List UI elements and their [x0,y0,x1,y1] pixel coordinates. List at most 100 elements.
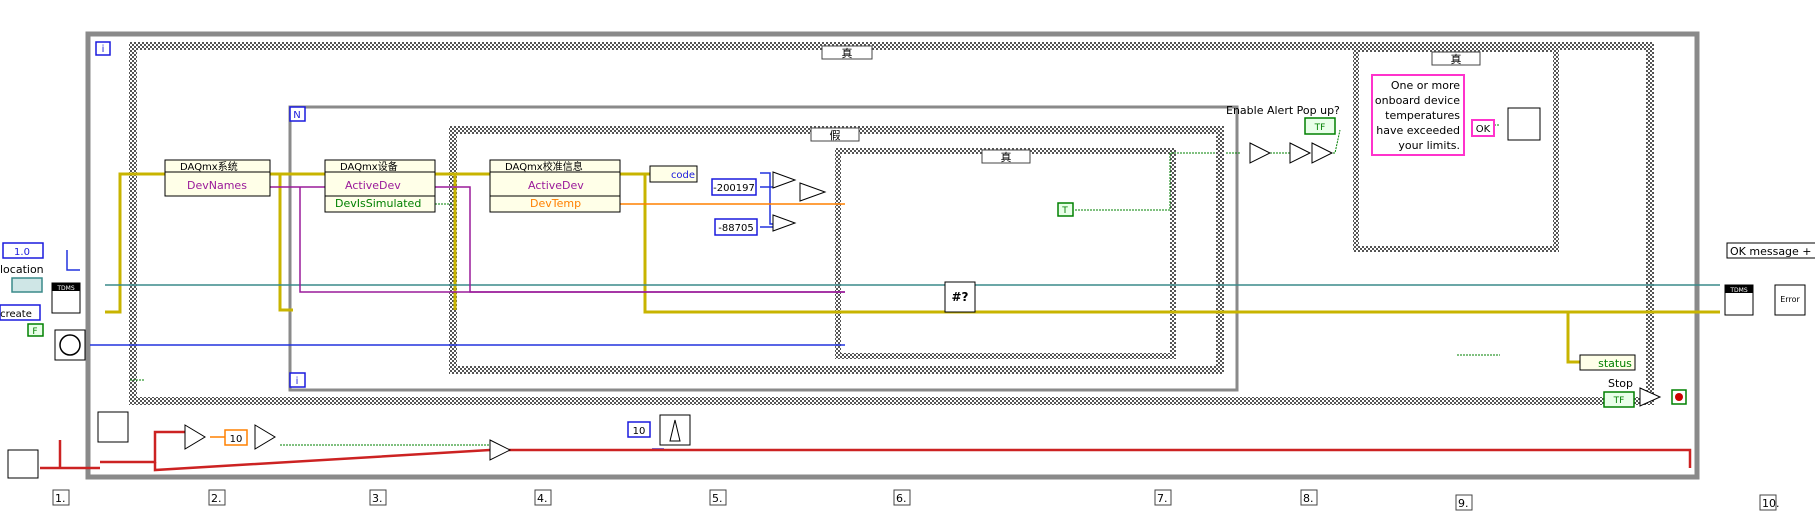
tdms-open-icon[interactable]: TDMS [51,282,81,314]
queue-wire [40,430,1692,472]
notifier-icon[interactable] [97,411,129,443]
stop-label: Stop [1608,377,1633,390]
alert-message-line: onboard device [1375,94,1460,107]
step-label-box [534,489,552,506]
string-wire [268,186,845,293]
step-label: 10. [1762,497,1780,510]
svg-text:i: i [296,376,299,387]
step-label-box [52,489,70,506]
daqmx-device-node[interactable] [324,159,436,213]
outer-case-structure[interactable] [129,42,1654,405]
svg-text:真: 真 [1001,150,1012,164]
or-node[interactable] [799,182,827,202]
daqmx-calibration-prop1: ActiveDev [528,179,584,192]
error-code-constant-2[interactable]: -88705 [714,218,758,236]
wait-constant[interactable]: 10 [224,429,248,446]
svg-text:TF: TF [1314,123,1326,133]
error-wire [105,172,1720,364]
clear-error-icon[interactable]: #? [944,281,976,313]
svg-text:10: 10 [230,434,243,445]
status-unbundle-node[interactable]: status [1579,354,1636,371]
alert-message-line: have exceeded [1376,124,1460,137]
svg-text:N: N [293,110,300,121]
alert-message-line: your limits. [1398,139,1460,152]
tdms-close-icon[interactable]: TDMS [1724,284,1754,316]
step-label-box [1154,489,1172,506]
operation-constant[interactable]: create [0,304,41,321]
alert-case-selector[interactable]: 真 [1431,51,1481,66]
daqmx-calibration-title: DAQmx校准信息 [505,160,583,173]
step-label-box [208,489,226,506]
while-loop-iteration-terminal: i [95,41,111,56]
or-stop-node[interactable] [1639,387,1662,407]
ok-message-indicator[interactable]: OK message + w [1726,242,1815,259]
queue-ref-icon[interactable] [7,449,39,479]
daqmx-device-title: DAQmx设备 [340,160,398,173]
enable-alert-control[interactable]: TF [1304,117,1336,135]
daqmx-system-node[interactable] [164,159,271,197]
greater-than-node[interactable] [184,424,276,450]
inner-case-structure[interactable] [835,148,1176,359]
inner-case-selector[interactable]: 真 [981,149,1031,164]
unbundle-code-node[interactable]: code [649,165,698,183]
alert-message-constant[interactable] [1371,74,1465,156]
svg-text:TF: TF [1613,396,1625,406]
daqmx-calibration-prop2: DevTemp [530,197,581,210]
alert-message-line: One or more [1391,79,1460,92]
step-label: 1. [55,492,66,505]
false-constant[interactable]: F [27,323,44,337]
true-constant[interactable]: T [1057,202,1074,217]
location-label: location [0,263,44,276]
for-loop[interactable] [288,105,1239,392]
metronome-icon[interactable] [659,414,691,446]
svg-text:Error: Error [1780,295,1800,304]
dialog-icon[interactable] [1507,107,1541,141]
stop-control[interactable]: TF [1603,391,1635,408]
or-gate-node[interactable] [489,439,512,461]
equal-node-2[interactable] [772,214,797,232]
daqmx-system-title: DAQmx系统 [180,160,238,173]
daqmx-calibration-node[interactable] [489,159,621,213]
error-handler-icon[interactable]: Error [1774,284,1806,316]
svg-text:真: 真 [842,46,853,60]
step-labels: 1.2.3.4.5.6.7.8.9.10. [52,489,1780,511]
file-path-constant[interactable] [11,277,43,293]
svg-text:真: 真 [1451,52,1462,66]
step-label: 9. [1458,497,1469,510]
wait-ms-constant[interactable]: 10 [627,421,651,438]
not-node[interactable] [1289,142,1312,164]
error-code-constant-1[interactable]: -200197 [711,178,757,196]
svg-text:status: status [1598,357,1632,370]
step-label: 4. [537,492,548,505]
svg-text:-88705: -88705 [718,223,753,234]
ok-constant[interactable]: OK [1471,119,1495,137]
alert-case-structure[interactable] [1353,46,1559,252]
step-label-box [1455,494,1473,511]
loop-stop-terminal [1671,389,1687,405]
tick-count-icon[interactable] [54,329,86,361]
svg-text:code: code [671,170,695,181]
svg-text:create: create [0,309,32,320]
for-loop-count-terminal: N [289,106,306,122]
step-label-box [1759,494,1777,511]
svg-text:假: 假 [830,128,841,142]
svg-text:1.0: 1.0 [14,247,30,258]
svg-text:TDMS: TDMS [56,285,74,292]
equal-node-1[interactable] [772,171,797,189]
version-constant[interactable]: 1.0 [2,242,44,259]
step-label-box [369,489,387,506]
daqmx-device-prop1: ActiveDev [345,179,401,192]
and-array-node[interactable] [1249,142,1272,164]
and-node[interactable] [1311,142,1334,164]
outer-case-selector[interactable]: 真 [821,45,873,60]
false-case-selector[interactable]: 假 [810,127,860,142]
enable-alert-label: Enable Alert Pop up? [1226,104,1340,117]
while-loop[interactable] [85,31,1700,480]
step-label: 3. [372,492,383,505]
svg-text:TDMS: TDMS [1729,287,1747,294]
svg-text:T: T [1061,206,1068,216]
svg-text:location: location [0,263,44,276]
step-label-box [709,489,727,506]
